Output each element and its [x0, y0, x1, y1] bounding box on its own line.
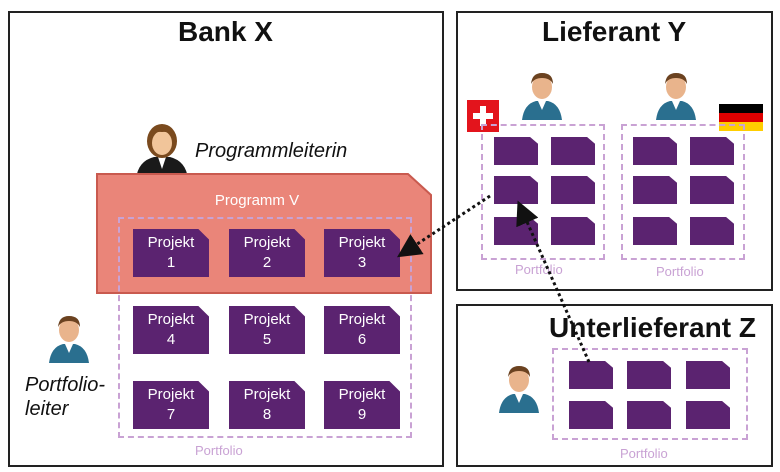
german-flag-icon	[719, 104, 763, 131]
subcontractor-project	[686, 361, 730, 389]
supplier-y-title: Lieferant Y	[542, 16, 687, 47]
supplier-project	[633, 217, 677, 245]
subcontractor-project	[627, 361, 671, 389]
supplier-project	[551, 137, 595, 165]
supplier-portfolio-right-label: Portfolio	[656, 264, 704, 279]
supplier-project	[494, 137, 538, 165]
supplier-project	[494, 176, 538, 204]
subcontractor-project	[627, 401, 671, 429]
supplier-project	[551, 217, 595, 245]
woman-manager-icon	[136, 124, 188, 179]
subcontractor-project	[686, 401, 730, 429]
subcontractor-project	[569, 401, 613, 429]
supplier-project	[690, 176, 734, 204]
man-icon	[656, 73, 696, 120]
program-manager-label: Programmleiterin	[195, 140, 348, 162]
subcontractor-z-title: Unterlieferant Z	[549, 312, 756, 343]
supplier-project	[633, 137, 677, 165]
subcontractor-portfolio-label: Portfolio	[620, 446, 668, 461]
portfolio-manager-label: Portfolio- leiter	[25, 374, 106, 420]
supplier-project	[633, 176, 677, 204]
bank-portfolio-label: Portfolio	[195, 443, 243, 458]
program-v-label: Programm V	[214, 192, 300, 209]
swiss-flag-icon	[467, 100, 499, 132]
supplier-portfolio-right-box	[621, 124, 745, 260]
man-icon	[522, 73, 562, 120]
man-icon	[49, 316, 89, 363]
man-icon	[499, 366, 539, 413]
subcontractor-portfolio-box	[552, 348, 748, 440]
bank-portfolio-box	[118, 217, 412, 438]
supplier-project	[690, 137, 734, 165]
subcontractor-project	[569, 361, 613, 389]
supplier-project	[551, 176, 595, 204]
supplier-portfolio-left-label: Portfolio	[515, 262, 563, 277]
supplier-project	[690, 217, 734, 245]
bank-x-title: Bank X	[178, 16, 273, 47]
supplier-project	[494, 217, 538, 245]
